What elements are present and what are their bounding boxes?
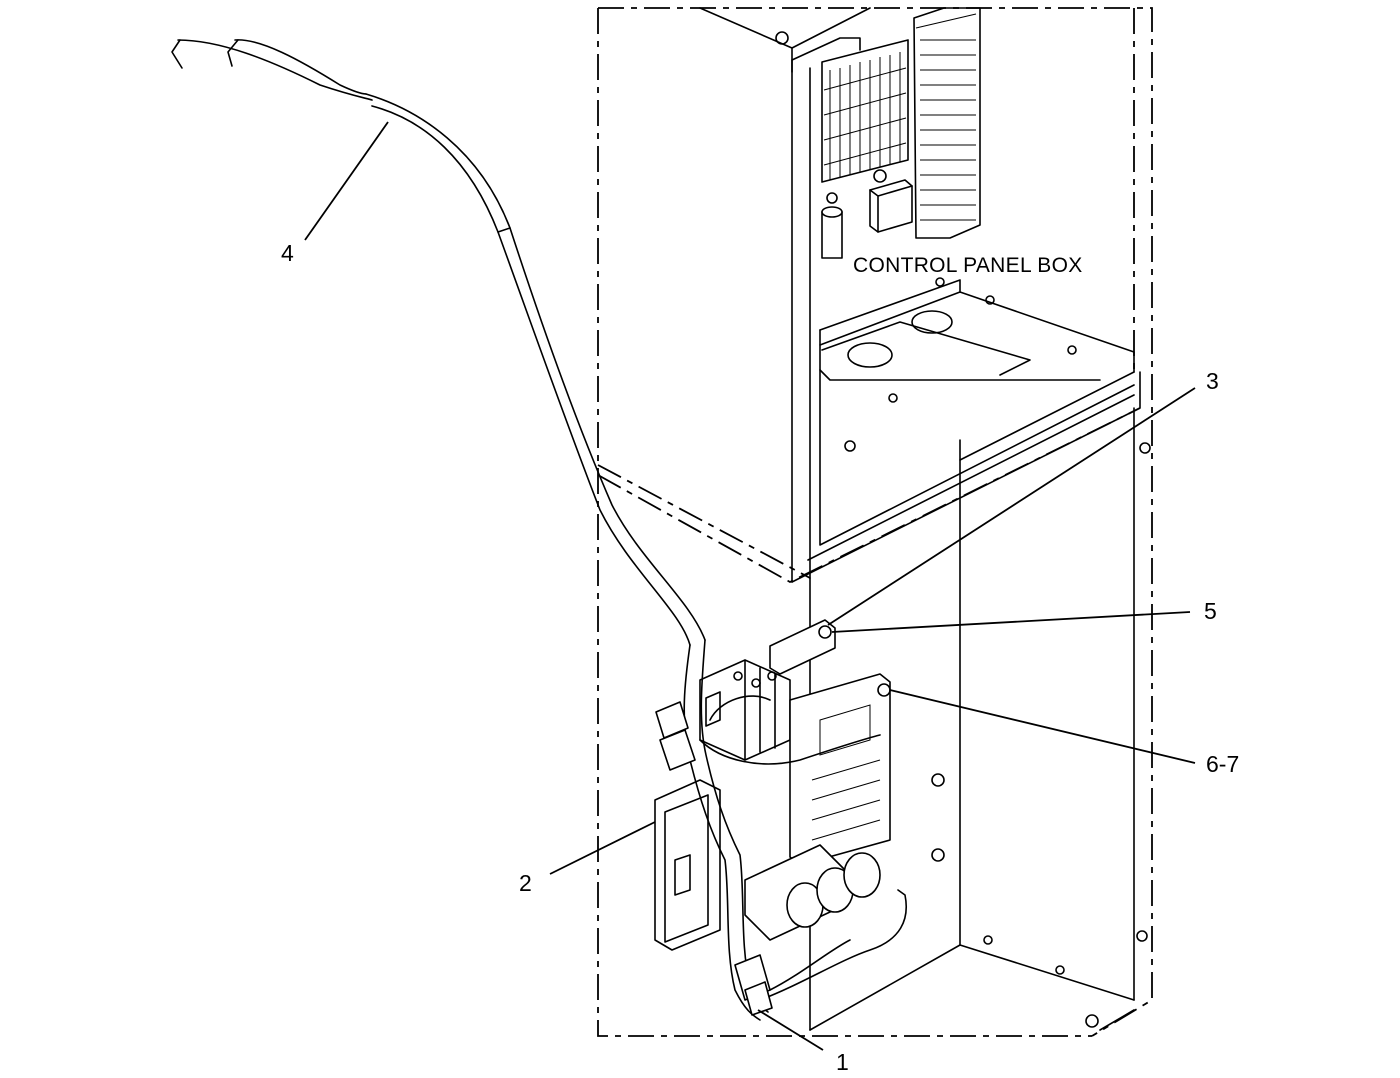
- wire-harness: [171, 39, 907, 1021]
- din-rail: [769, 619, 836, 675]
- interface-board: [654, 779, 721, 951]
- leader-4: [304, 121, 389, 241]
- leader-3: [827, 387, 1196, 626]
- control-panel-box: [699, 7, 1151, 583]
- leader-1: [757, 1009, 824, 1051]
- leader-2: [549, 821, 656, 875]
- small-capacitor: [821, 192, 843, 259]
- circuit-breakers: [699, 659, 791, 761]
- control-board: [789, 673, 891, 866]
- terminal-blocks: [821, 39, 909, 183]
- leader-lines: [304, 121, 1196, 1051]
- cabinet-outline: [597, 7, 1153, 1037]
- terminal-strip: [920, 39, 976, 221]
- callout-4: 4: [281, 240, 294, 266]
- lower-cabinet: [809, 407, 1148, 1031]
- capacitors: [744, 844, 881, 941]
- callout-1: 1: [836, 1049, 849, 1075]
- callout-5: 5: [1204, 598, 1217, 624]
- control-panel-box-label: CONTROL PANEL BOX: [853, 254, 1083, 277]
- leader-6-7: [889, 689, 1196, 764]
- leader-5: [831, 611, 1191, 633]
- callout-2: 2: [519, 870, 532, 896]
- relay: [869, 169, 913, 233]
- callout-3: 3: [1206, 368, 1219, 394]
- callout-6-7: 6-7: [1206, 751, 1239, 777]
